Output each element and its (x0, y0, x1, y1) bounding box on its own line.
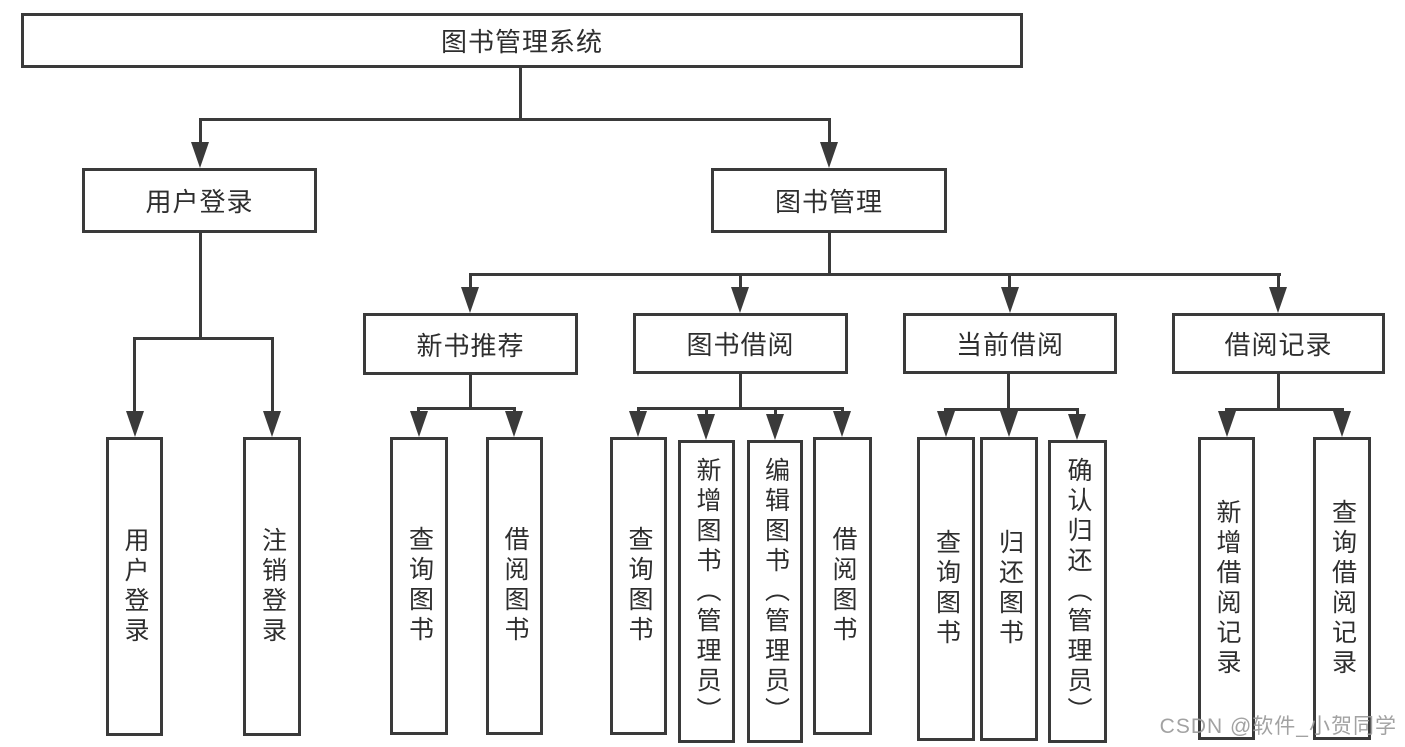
connector-to-new-book (469, 273, 472, 291)
connector-to-current-borrow (1008, 273, 1011, 291)
arrowhead-cb-confirm (1068, 414, 1086, 440)
connector-borrow-records-stem (1277, 374, 1280, 411)
arrowhead-book-borrow (731, 287, 749, 313)
connector-to-leaf-user-login (133, 337, 136, 415)
arrowhead-br-query (1333, 411, 1351, 437)
node-borrow-records: 借阅记录 (1172, 313, 1385, 374)
leaf-borrow-borrow-books: 借阅图书 (813, 437, 872, 735)
leaf-edit-books-admin: 编辑图书（管理员） (747, 440, 803, 743)
connector-level3-rail (469, 273, 1281, 276)
connector-to-bb-edit (774, 407, 777, 417)
node-user-login: 用户登录 (82, 168, 317, 233)
arrowhead-bb-borrow (833, 411, 851, 437)
connector-to-bb-add (705, 407, 708, 417)
arrowhead-cb-return (1000, 411, 1018, 437)
connector-book-management-stem (828, 233, 831, 276)
connector-to-leaf-logout (271, 337, 274, 415)
connector-book-borrow-rail (637, 407, 844, 410)
connector-to-user-login (199, 118, 202, 146)
arrowhead-bb-edit (766, 414, 784, 440)
arrowhead-cb-query (937, 411, 955, 437)
leaf-logout-login: 注销登录 (243, 437, 301, 736)
connector-new-book-rail (417, 407, 516, 410)
node-current-borrow: 当前借阅 (903, 313, 1117, 374)
leaf-confirm-return-admin: 确认归还（管理员） (1048, 440, 1107, 743)
leaf-recommend-borrow-books: 借阅图书 (486, 437, 543, 735)
connector-to-borrow-records (1277, 273, 1280, 291)
connector-root-stem (519, 68, 522, 121)
leaf-add-borrow-record: 新增借阅记录 (1198, 437, 1255, 740)
leaf-query-borrow-record: 查询借阅记录 (1313, 437, 1371, 740)
arrowhead-nb-borrow (505, 411, 523, 437)
connector-new-book-stem (469, 375, 472, 410)
arrowhead-user-login (191, 142, 209, 168)
leaf-add-books-admin: 新增图书（管理员） (678, 440, 735, 743)
connector-user-login-stem (199, 233, 202, 337)
leaf-borrow-query-books: 查询图书 (610, 437, 667, 735)
node-book-management: 图书管理 (711, 168, 947, 233)
connector-current-borrow-rail (944, 408, 1079, 411)
leaf-user-login: 用户登录 (106, 437, 163, 736)
arrowhead-borrow-records (1269, 287, 1287, 313)
connector-to-cb-confirm (1076, 408, 1079, 417)
arrowhead-bb-add (697, 414, 715, 440)
connector-book-borrow-stem (739, 374, 742, 410)
connector-to-book-management (828, 118, 831, 146)
arrowhead-book-management (820, 142, 838, 168)
leaf-current-query-books: 查询图书 (917, 437, 975, 741)
connector-current-borrow-stem (1007, 374, 1010, 411)
node-book-borrow: 图书借阅 (633, 313, 848, 374)
connector-user-login-rail (133, 337, 274, 340)
node-library-management-system: 图书管理系统 (21, 13, 1023, 68)
connector-level1-rail (199, 118, 831, 121)
csdn-watermark: CSDN @软件_小贺同学 (1159, 715, 1397, 738)
arrowhead-leaf-user-login (126, 411, 144, 437)
connector-to-book-borrow (739, 273, 742, 291)
connector-borrow-records-rail (1225, 408, 1344, 411)
arrowhead-current-borrow (1001, 287, 1019, 313)
arrowhead-nb-query (410, 411, 428, 437)
node-new-book-recommend: 新书推荐 (363, 313, 578, 375)
leaf-recommend-query-books: 查询图书 (390, 437, 448, 735)
arrowhead-br-add (1218, 411, 1236, 437)
arrowhead-new-book (461, 287, 479, 313)
arrowhead-leaf-logout (263, 411, 281, 437)
arrowhead-bb-query (629, 411, 647, 437)
leaf-return-books: 归还图书 (980, 437, 1038, 741)
